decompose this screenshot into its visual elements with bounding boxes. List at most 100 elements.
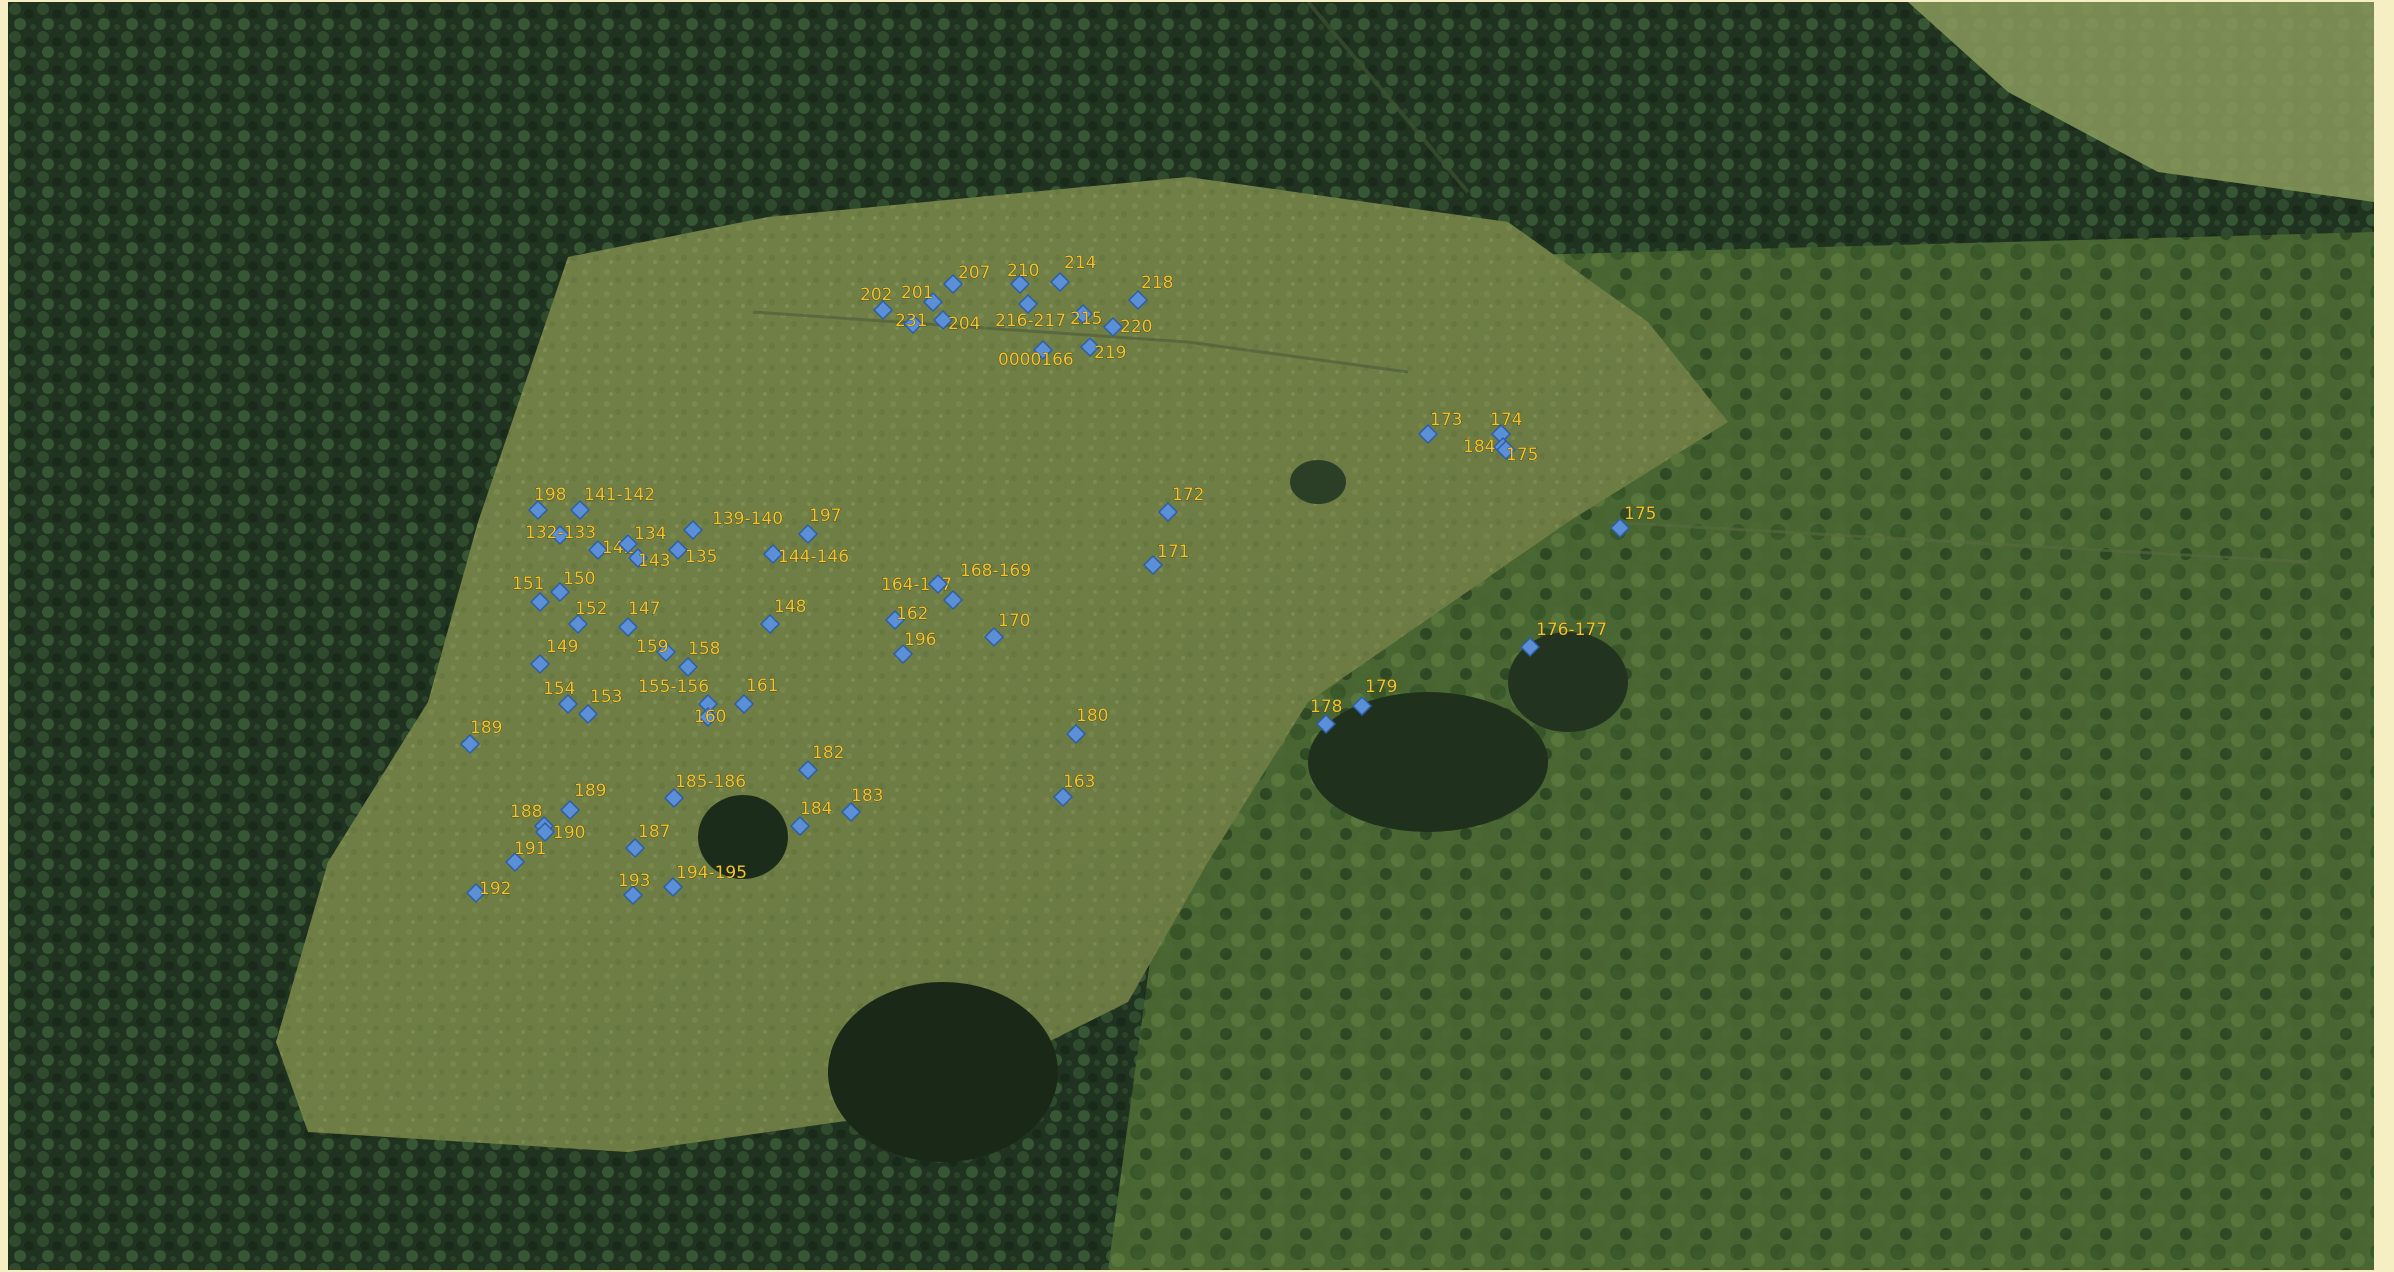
survey-marker[interactable]: 0000166 (998, 339, 1074, 370)
marker-diamond-icon[interactable] (622, 884, 644, 906)
marker-diamond-icon[interactable] (733, 693, 755, 715)
survey-marker[interactable]: 161 (733, 676, 779, 715)
marker-diamond-icon[interactable] (557, 693, 579, 715)
marker-diamond-icon[interactable] (942, 589, 964, 611)
marker-diamond-icon[interactable] (1072, 303, 1094, 325)
marker-diamond-icon[interactable] (1157, 501, 1179, 523)
survey-marker[interactable]: 150 (549, 569, 596, 603)
survey-marker[interactable]: 220 (1102, 316, 1153, 338)
marker-diamond-icon[interactable] (872, 299, 894, 321)
survey-marker[interactable]: 143 (627, 547, 671, 571)
marker-diamond-icon[interactable] (559, 799, 581, 821)
survey-marker[interactable]: 175 (1495, 439, 1539, 465)
marker-diamond-icon[interactable] (1417, 423, 1439, 445)
survey-marker[interactable]: 163 (1052, 772, 1096, 808)
marker-diamond-icon[interactable] (1017, 293, 1039, 315)
marker-diamond-icon[interactable] (1315, 713, 1337, 735)
marker-diamond-icon[interactable] (1495, 439, 1517, 461)
survey-marker[interactable]: 219 (1079, 336, 1127, 363)
marker-diamond-icon[interactable] (1065, 723, 1087, 745)
marker-diamond-icon[interactable] (1102, 316, 1124, 338)
marker-diamond-icon[interactable] (932, 309, 954, 331)
survey-marker[interactable]: 216-217 (995, 293, 1066, 331)
survey-marker[interactable]: 218 (1127, 273, 1174, 311)
survey-marker[interactable]: 174 (1490, 410, 1523, 445)
survey-marker[interactable]: 134 (617, 524, 667, 555)
marker-diamond-icon[interactable] (529, 591, 551, 613)
survey-marker[interactable]: 162 (884, 604, 929, 631)
survey-marker[interactable]: 172 (1157, 485, 1205, 523)
survey-marker[interactable]: 189 (459, 718, 503, 755)
survey-marker[interactable]: 204 (932, 309, 981, 334)
survey-marker[interactable]: 193 (618, 871, 651, 906)
marker-diamond-icon[interactable] (465, 882, 487, 904)
survey-marker[interactable]: 152 (567, 599, 608, 635)
survey-marker[interactable]: 202 (860, 285, 894, 321)
survey-marker[interactable]: 183 (840, 786, 884, 823)
survey-marker[interactable]: 184 (789, 799, 833, 837)
marker-diamond-icon[interactable] (624, 837, 646, 859)
marker-diamond-icon[interactable] (1127, 289, 1149, 311)
survey-marker[interactable]: 197 (797, 506, 842, 545)
marker-diamond-icon[interactable] (983, 626, 1005, 648)
survey-marker[interactable]: 155-156 (638, 677, 719, 715)
marker-diamond-icon[interactable] (884, 609, 906, 631)
marker-diamond-icon[interactable] (1519, 636, 1541, 658)
survey-marker[interactable]: 185-186 (663, 772, 746, 809)
marker-diamond-icon[interactable] (1049, 271, 1071, 293)
marker-diamond-icon[interactable] (942, 273, 964, 295)
survey-marker[interactable]: 210 (1007, 261, 1040, 295)
marker-diamond-icon[interactable] (617, 616, 639, 638)
survey-marker[interactable]: 196 (892, 630, 937, 665)
survey-marker[interactable]: 198 (527, 485, 567, 521)
marker-diamond-icon[interactable] (927, 573, 949, 595)
survey-marker[interactable]: 173 (1417, 410, 1463, 445)
survey-marker[interactable]: 189 (559, 781, 607, 821)
survey-marker[interactable]: 154 (543, 679, 579, 715)
marker-diamond-icon[interactable] (697, 706, 719, 728)
marker-diamond-icon[interactable] (577, 703, 599, 725)
survey-marker[interactable]: 135 (667, 539, 718, 567)
survey-marker[interactable]: 214 (1049, 253, 1097, 293)
survey-marker[interactable]: 191 (504, 839, 547, 873)
survey-marker[interactable]: 149 (529, 637, 579, 675)
survey-marker[interactable]: 139-140 (682, 509, 783, 541)
marker-diamond-icon[interactable] (1079, 336, 1101, 358)
survey-marker[interactable]: 182 (797, 743, 845, 781)
marker-diamond-icon[interactable] (797, 523, 819, 545)
survey-marker[interactable]: 179 (1351, 677, 1398, 717)
marker-diamond-icon[interactable] (1142, 554, 1164, 576)
survey-marker[interactable]: 160 (694, 706, 727, 728)
marker-diamond-icon[interactable] (922, 291, 944, 313)
marker-diamond-icon[interactable] (655, 641, 677, 663)
marker-diamond-icon[interactable] (587, 539, 609, 561)
survey-marker[interactable]: 144-146 (762, 543, 849, 567)
marker-diamond-icon[interactable] (617, 533, 639, 555)
survey-marker[interactable]: 178 (1310, 697, 1343, 735)
marker-diamond-icon[interactable] (504, 851, 526, 873)
marker-diamond-icon[interactable] (549, 581, 571, 603)
marker-diamond-icon[interactable] (569, 499, 591, 521)
survey-marker[interactable]: 148 (759, 597, 807, 635)
survey-marker[interactable]: 153 (577, 687, 623, 725)
marker-diamond-icon[interactable] (549, 524, 571, 546)
survey-marker[interactable]: 159 (636, 637, 677, 663)
marker-diamond-icon[interactable] (789, 815, 811, 837)
survey-marker[interactable]: 194-195 (662, 863, 747, 898)
survey-marker[interactable]: 151 (512, 574, 551, 613)
survey-marker[interactable]: 147 (617, 599, 661, 638)
marker-diamond-icon[interactable] (892, 643, 914, 665)
survey-marker[interactable]: 158 (677, 639, 721, 678)
survey-marker[interactable]: 170 (983, 611, 1031, 648)
survey-marker[interactable]: 176-177 (1519, 620, 1607, 658)
marker-diamond-icon[interactable] (459, 733, 481, 755)
marker-diamond-icon[interactable] (682, 519, 704, 541)
marker-diamond-icon[interactable] (677, 656, 699, 678)
marker-diamond-icon[interactable] (534, 821, 556, 843)
survey-marker[interactable]: 190 (534, 821, 586, 843)
marker-diamond-icon[interactable] (1609, 517, 1631, 539)
survey-marker[interactable]: 175 (1609, 504, 1657, 539)
marker-diamond-icon[interactable] (840, 801, 862, 823)
marker-diamond-icon[interactable] (527, 499, 549, 521)
survey-marker[interactable]: 180 (1065, 706, 1109, 745)
